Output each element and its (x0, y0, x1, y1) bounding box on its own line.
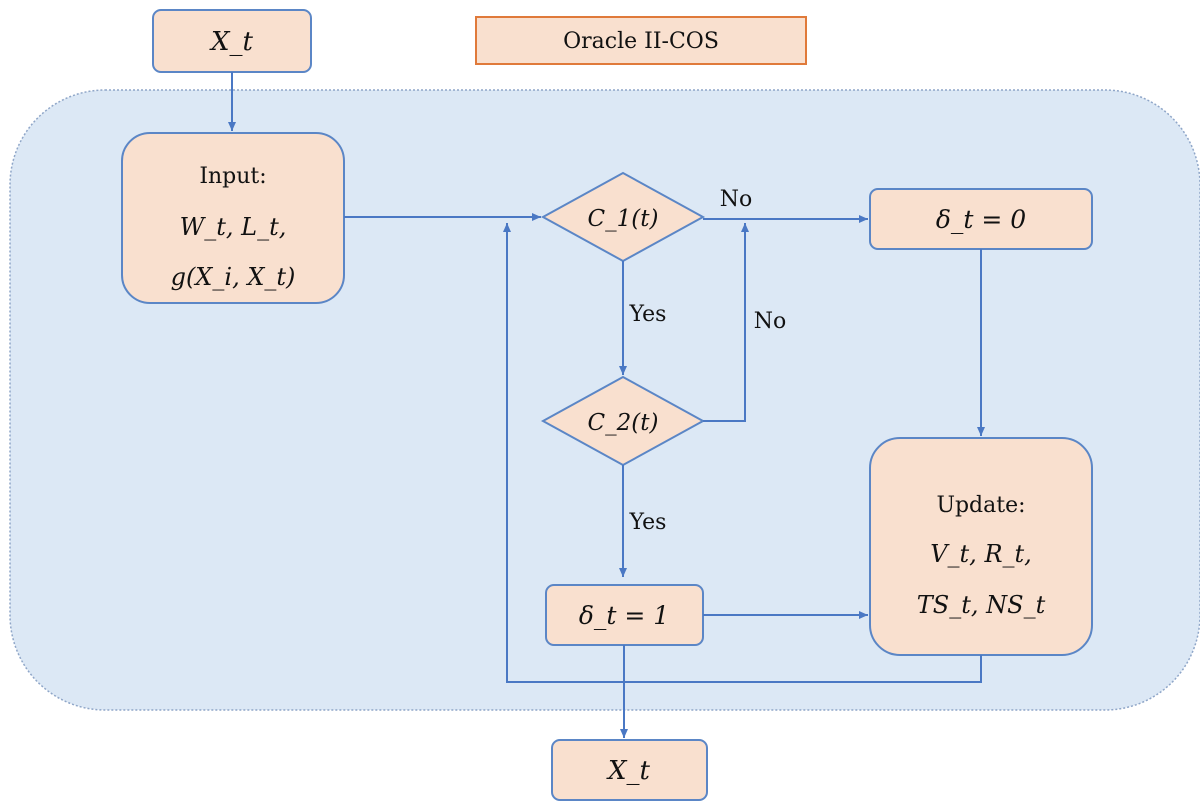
input-box-line2: W_t, L_t, (180, 213, 287, 241)
edge-update-loop-back (503, 223, 982, 683)
delta-one-node: δ_t = 1 (545, 584, 704, 646)
output-bottom-node: X_t (551, 739, 708, 801)
output-bottom-label: X_t (606, 756, 651, 786)
delta-zero-label: δ_t = 0 (936, 205, 1026, 234)
delta-one-label: δ_t = 1 (579, 601, 669, 630)
input-box-line3: g(X_i, X_t) (171, 263, 296, 291)
title-box: Oracle II-COS (475, 16, 807, 65)
input-box-line1: Input: (199, 164, 266, 189)
decision-c1: C_1(t) (540, 171, 706, 263)
decision-c2-label: C_2(t) (588, 410, 659, 436)
edge-label-c2-no: No (754, 309, 787, 334)
input-top-label: X_t (209, 27, 254, 57)
update-box-line1: Update: (936, 493, 1025, 518)
edge-label-c1-no: No (720, 187, 753, 212)
update-box-line3: TS_t, NS_t (917, 591, 1046, 619)
diagram-title: Oracle II-COS (563, 29, 719, 54)
update-box-line2: V_t, R_t, (930, 540, 1032, 568)
edge-c2-no-to-c1-line (703, 223, 749, 422)
input-top-node: X_t (152, 9, 312, 73)
edge-label-c2-yes: Yes (629, 510, 667, 535)
input-box: Input: W_t, L_t, g(X_i, X_t) (121, 132, 345, 304)
edge-label-c1-yes: Yes (629, 302, 667, 327)
update-box: Update: V_t, R_t, TS_t, NS_t (869, 437, 1093, 656)
delta-zero-node: δ_t = 0 (869, 188, 1093, 250)
decision-c1-label: C_1(t) (588, 206, 659, 232)
